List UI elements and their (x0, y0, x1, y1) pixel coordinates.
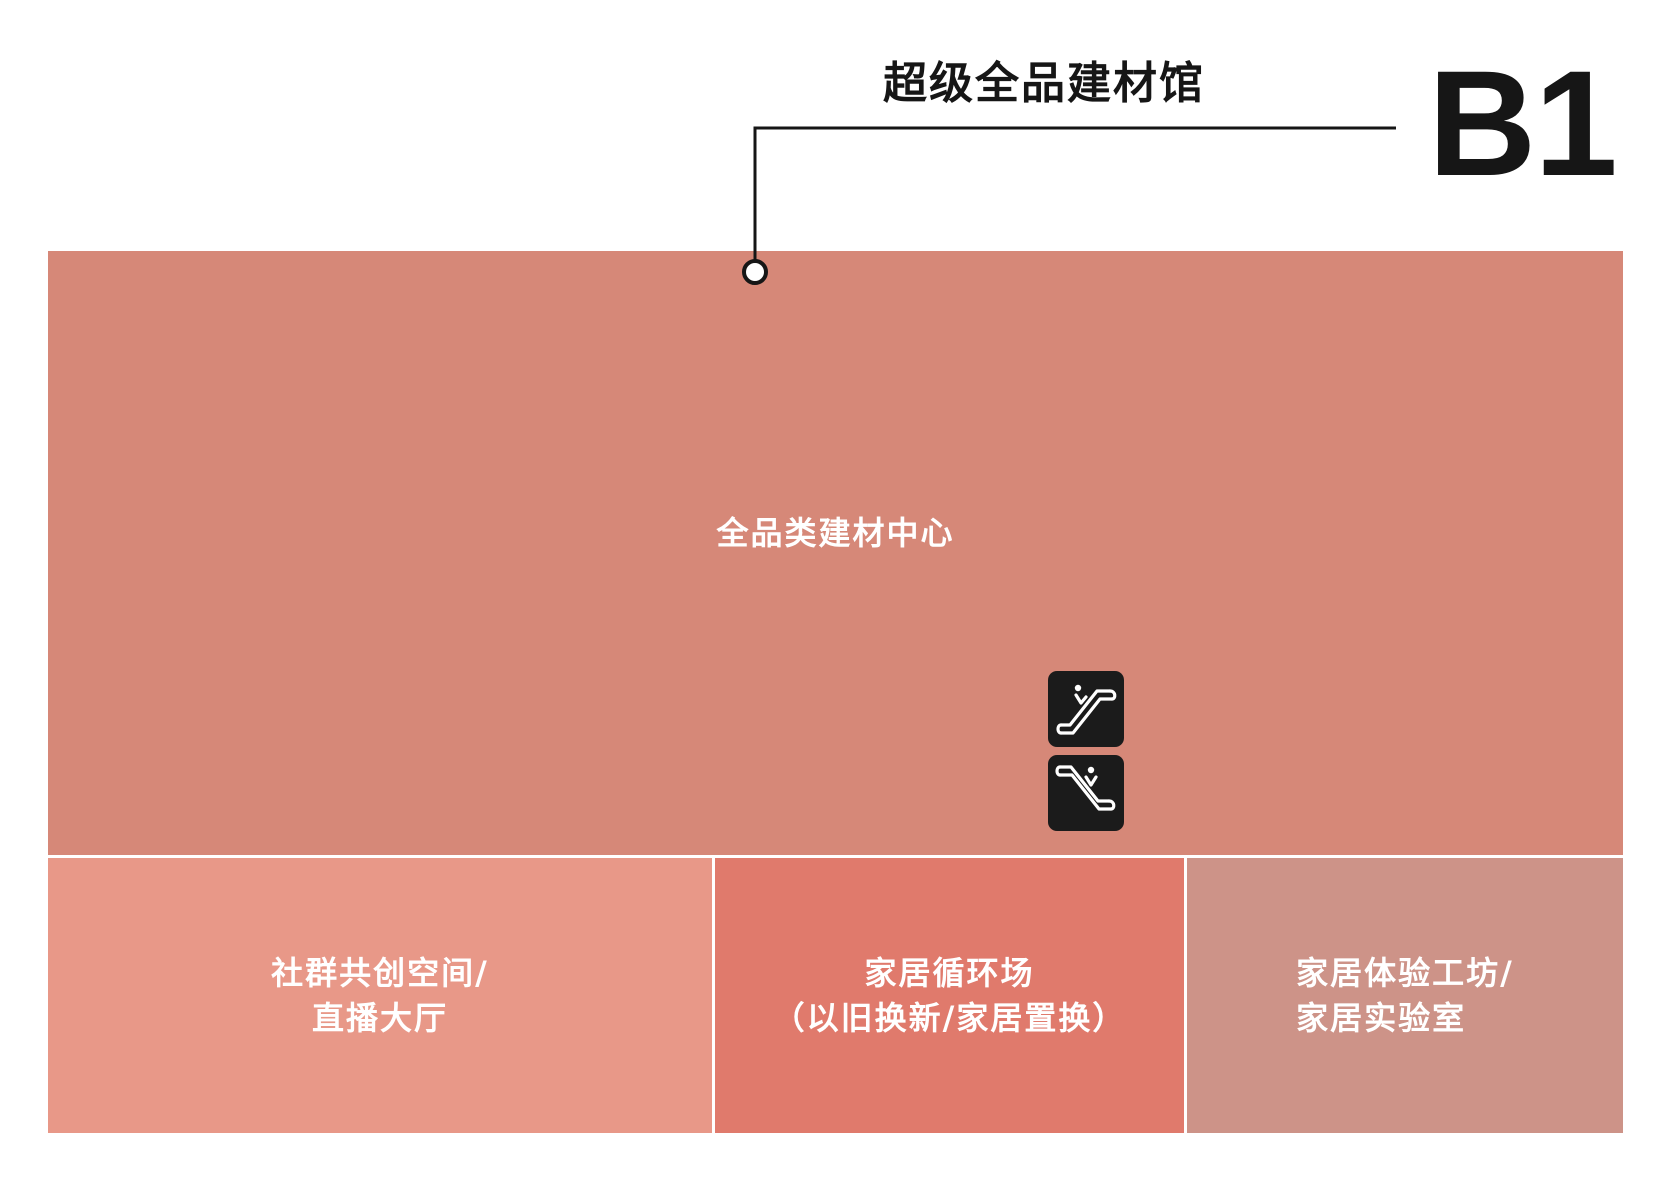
escalator-down-glyph (1055, 765, 1116, 811)
zone-community-line-1: 社群共创空间/ (271, 954, 489, 993)
escalator-up-glyph (1056, 684, 1117, 735)
zone-workshop-label: 家居体验工坊/ 家居实验室 (1296, 951, 1514, 1039)
zone-community-line-2: 直播大厅 (311, 998, 448, 1037)
escalator-up-icon[interactable] (1048, 671, 1124, 747)
zone-community-label: 社群共创空间/ 直播大厅 (271, 951, 489, 1039)
floor-code: B1 (1428, 39, 1618, 207)
zone-recycle-line-1: 家居循环场 (864, 954, 1035, 993)
zone-main[interactable]: 全品类建材中心 (48, 251, 1623, 855)
zone-recycle[interactable]: 家居循环场 （以旧换新/家居置换） (715, 858, 1184, 1133)
zone-workshop[interactable]: 家居体验工坊/ 家居实验室 (1187, 858, 1623, 1133)
zone-recycle-line-2: （以旧换新/家居置换） (772, 998, 1127, 1037)
zone-workshop-line-2: 家居实验室 (1296, 998, 1467, 1037)
floor-title: 超级全品建材馆 (883, 58, 1205, 109)
zone-recycle-label: 家居循环场 （以旧换新/家居置换） (773, 951, 1127, 1039)
zone-main-label: 全品类建材中心 (716, 514, 955, 552)
escalator-down-icon[interactable] (1048, 755, 1124, 831)
zone-workshop-line-1: 家居体验工坊/ (1296, 954, 1514, 993)
zone-community[interactable]: 社群共创空间/ 直播大厅 (48, 858, 712, 1133)
